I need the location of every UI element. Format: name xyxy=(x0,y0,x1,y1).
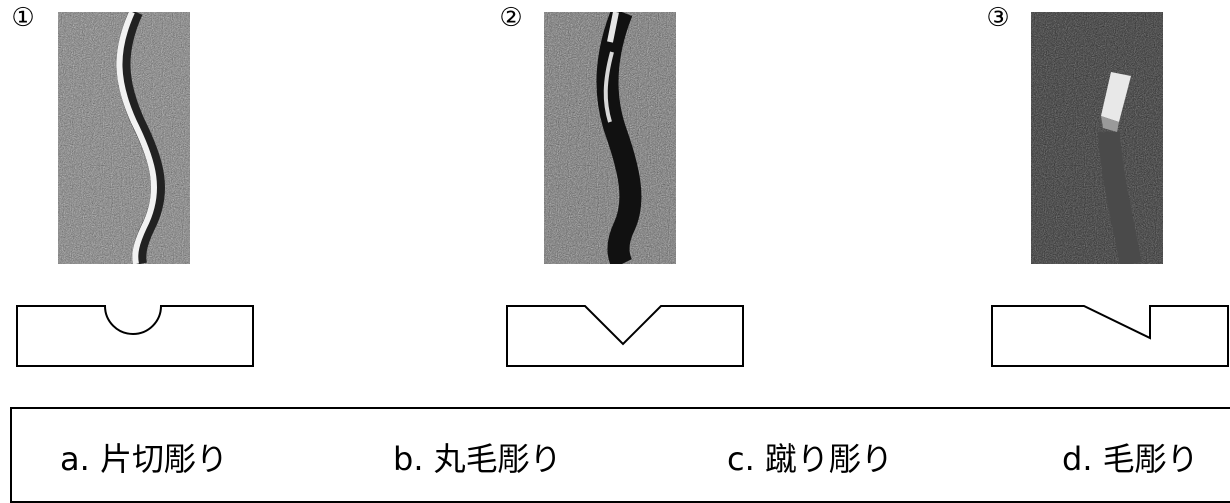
option-b: b. 丸毛彫り xyxy=(393,440,562,478)
option-a: a. 片切彫り xyxy=(60,440,228,478)
cross-section-v-groove xyxy=(506,305,744,367)
engraving-photo-2 xyxy=(544,12,676,264)
option-d: d. 毛彫り xyxy=(1062,440,1199,478)
cross-section-slanted-notch xyxy=(991,305,1229,367)
option-c: c. 蹴り彫り xyxy=(727,440,893,478)
cross-section-rounded-groove xyxy=(16,305,254,367)
engraving-photo-1 xyxy=(58,12,190,264)
item-marker-1: ① xyxy=(11,3,35,33)
item-marker-3: ③ xyxy=(986,3,1010,33)
engraving-photo-3 xyxy=(1031,12,1163,264)
item-marker-2: ② xyxy=(499,3,523,33)
